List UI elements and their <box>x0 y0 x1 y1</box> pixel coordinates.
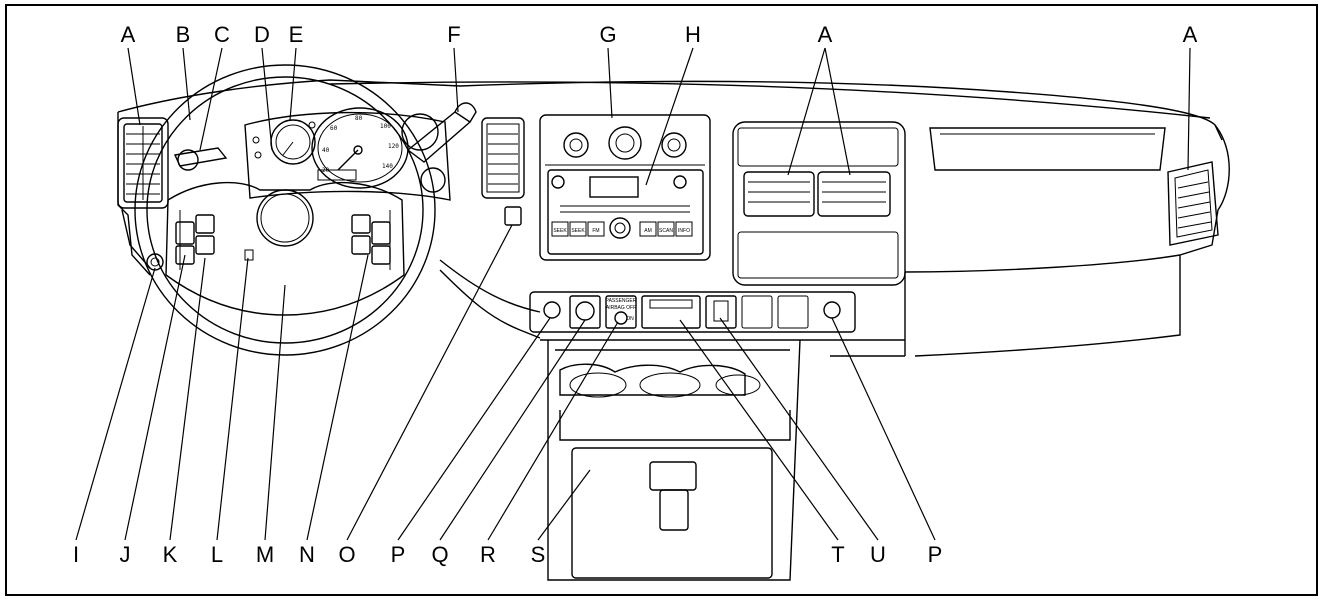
callout-top-5: E <box>289 22 304 47</box>
lower-switch-row: PASSENGER AIRBAG OFF ON <box>529 291 856 333</box>
radio-button-label-5: SCAN <box>659 228 673 234</box>
callout-bottom-8: P <box>391 542 406 567</box>
steering-wheel <box>134 64 436 356</box>
leader-lines <box>75 47 1191 541</box>
speedo-label-80: 80 <box>355 115 363 122</box>
callout-bottom-14: P <box>928 542 943 567</box>
center-console <box>547 339 801 581</box>
callout-bottom-1: I <box>73 542 79 567</box>
callout-bottom-3: K <box>163 542 178 567</box>
switch-label-on: ON <box>626 316 634 322</box>
callout-bottom-13: U <box>870 542 886 567</box>
instrument-cluster: 20 40 60 80 100 120 140 <box>244 107 451 201</box>
callout-bottom-7: O <box>338 542 355 567</box>
switch-label-passenger: PASSENGER <box>606 298 637 304</box>
callout-top-9: A <box>818 22 833 47</box>
callout-top-8: H <box>685 22 701 47</box>
speedo-label-40: 40 <box>322 147 330 154</box>
callout-top-6: F <box>447 22 460 47</box>
callout-top-10: A <box>1183 22 1198 47</box>
callout-bottom-4: L <box>211 542 223 567</box>
callout-labels: A B C D E F G H A A I J K L M N O P Q R … <box>73 22 1198 567</box>
center-left-air-vent <box>481 117 525 199</box>
shift-lever <box>406 102 477 163</box>
callout-top-3: C <box>214 22 230 47</box>
radio-button-label-6: INFO <box>678 228 690 234</box>
radio-button-label-3: FM <box>592 228 599 234</box>
radio-button-label-2: SEEK <box>571 228 585 234</box>
speedo-label-60: 60 <box>330 125 338 132</box>
radio-button-label-4: AM <box>644 228 652 234</box>
right-air-vent <box>1167 161 1219 246</box>
callout-top-1: A <box>121 22 136 47</box>
upper-storage-slot <box>929 127 1166 171</box>
callout-bottom-2: J <box>120 542 131 567</box>
callout-bottom-5: M <box>256 542 274 567</box>
switch-label-airbag-off: AIRBAG OFF <box>606 305 636 311</box>
speedo-label-100: 100 <box>380 123 391 130</box>
callout-bottom-9: Q <box>431 542 448 567</box>
speedo-label-120: 120 <box>388 143 399 150</box>
turn-signal-lever <box>173 147 228 171</box>
callout-top-4: D <box>254 22 270 47</box>
speedo-label-140: 140 <box>382 163 393 170</box>
callout-bottom-11: S <box>531 542 546 567</box>
callout-bottom-10: R <box>480 542 496 567</box>
callout-top-7: G <box>599 22 616 47</box>
center-vent-panel <box>732 121 906 286</box>
small-switch <box>504 206 522 226</box>
radio-button-label-1: SEEK <box>553 228 567 234</box>
callout-bottom-6: N <box>299 542 315 567</box>
callout-bottom-12: T <box>831 542 844 567</box>
center-stack: SEEK SEEK FM AM SCAN INFO <box>539 114 711 261</box>
callout-top-2: B <box>176 22 191 47</box>
